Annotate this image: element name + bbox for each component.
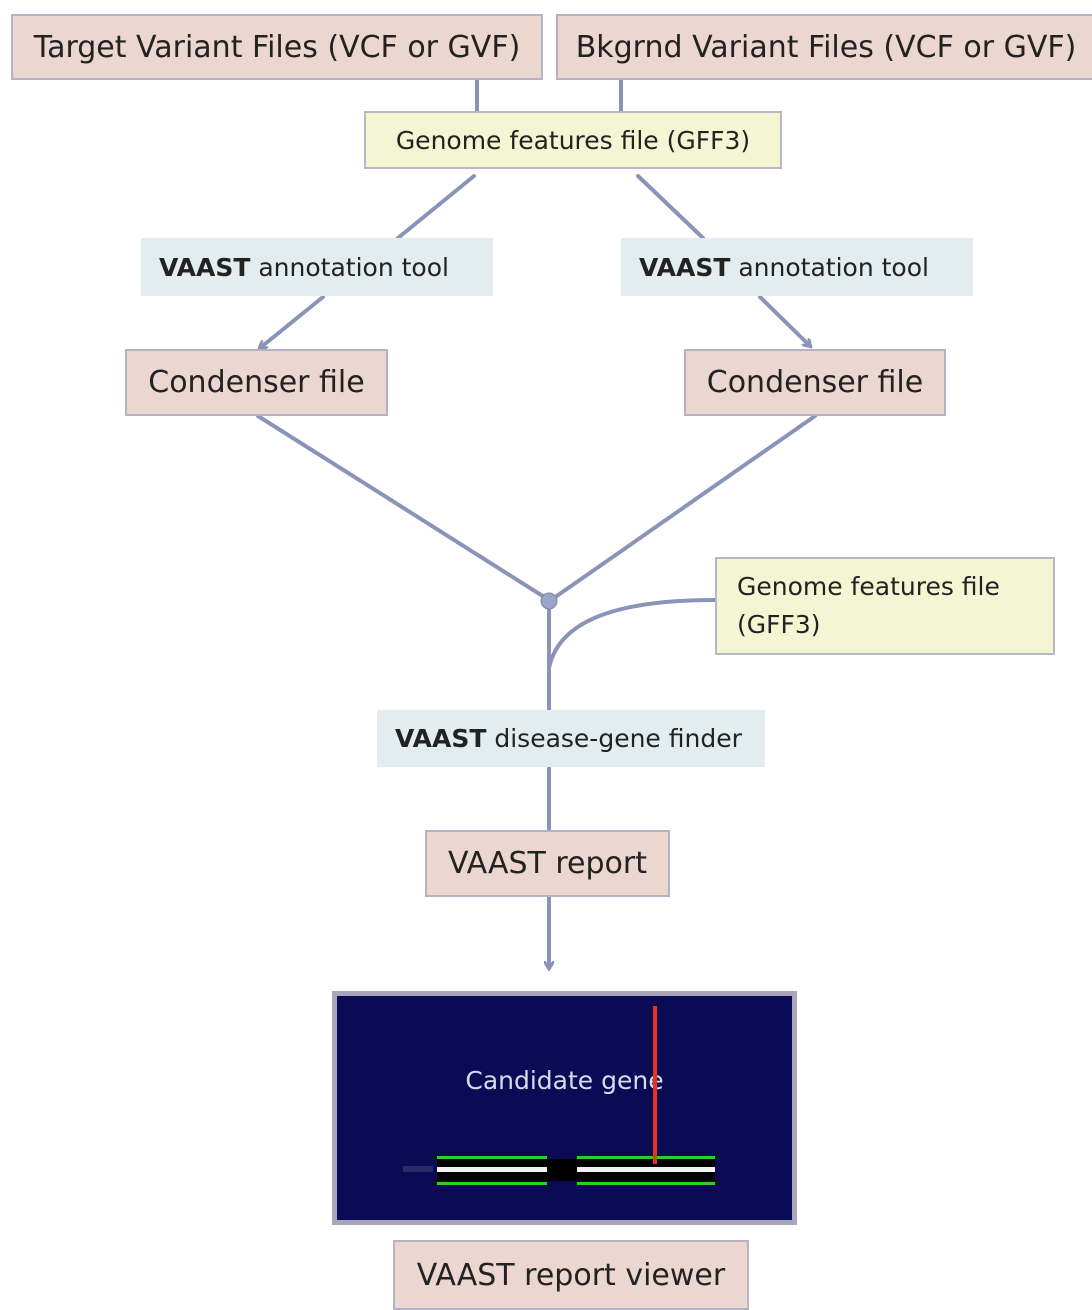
disease-gene-finder-label: VAAST disease-gene finder <box>395 724 742 753</box>
vaast-report-viewer-label: VAAST report viewer <box>416 1257 726 1293</box>
disease-gene-finder-text: disease-gene finder <box>486 724 742 753</box>
annotation-tool-right: VAAST annotation tool <box>621 238 973 296</box>
connector-left-condenser-to-merge <box>256 414 551 602</box>
condenser-file-left-box: Condenser file <box>125 349 388 416</box>
genome-features-file-mid-line1: Genome features file <box>737 572 1000 601</box>
track-white-bar-right <box>577 1167 715 1172</box>
annotation-tool-right-text: annotation tool <box>730 252 929 282</box>
condenser-file-right-box: Condenser file <box>684 349 946 416</box>
annotation-tool-left: VAAST annotation tool <box>141 238 493 296</box>
genome-features-file-top-box: Genome features file (GFF3) <box>364 111 782 169</box>
genome-features-file-mid-line2: (GFF3) <box>737 610 821 639</box>
connector-right-condenser-to-merge <box>549 414 817 602</box>
condenser-file-left-label: Condenser file <box>148 365 365 400</box>
vaast-report-viewer-screen: Candidate gene <box>332 991 797 1225</box>
annotation-tool-right-bold: VAAST <box>639 252 731 282</box>
annotation-tool-right-label: VAAST annotation tool <box>639 253 929 282</box>
disease-gene-finder-bold: VAAST <box>395 724 487 753</box>
track-green-bottom-right <box>577 1182 715 1185</box>
gene-track-graphic <box>403 1006 715 1185</box>
condenser-file-right-label: Condenser file <box>706 365 924 400</box>
annotation-tool-left-bold: VAAST <box>159 252 251 282</box>
candidate-gene-label: Candidate gene <box>465 1066 664 1095</box>
track-white-bar-left <box>437 1167 547 1172</box>
vaast-report-label: VAAST report <box>447 846 647 881</box>
genome-features-file-mid-text: Genome features file (GFF3) <box>737 568 1000 644</box>
vaast-report-box: VAAST report <box>425 830 670 897</box>
bkgrnd-variant-files-box: Bkgrnd Variant Files (VCF or GVF) <box>556 14 1092 80</box>
connector-gff-to-left-tool <box>396 174 476 240</box>
connector-gff-to-right-tool <box>636 174 705 240</box>
track-green-bottom-left <box>437 1182 547 1185</box>
merge-node <box>540 592 558 610</box>
bkgrnd-variant-files-label: Bkgrnd Variant Files (VCF or GVF) <box>575 29 1077 65</box>
connector-left-tool-to-condenser <box>260 295 325 348</box>
target-variant-files-label: Target Variant Files (VCF or GVF) <box>33 29 521 65</box>
annotation-tool-left-label: VAAST annotation tool <box>159 253 449 282</box>
annotation-tool-left-text: annotation tool <box>250 252 449 282</box>
track-green-top-left <box>437 1156 547 1159</box>
disease-gene-finder-tool: VAAST disease-gene finder <box>377 710 765 767</box>
track-black-band <box>437 1159 715 1181</box>
target-variant-files-box: Target Variant Files (VCF or GVF) <box>11 14 543 80</box>
track-green-top-right <box>577 1156 715 1159</box>
track-row-label-mark <box>403 1166 433 1172</box>
connector-right-tool-to-condenser <box>758 295 810 346</box>
connector-gff-to-stem <box>547 598 717 670</box>
genome-features-file-top-label: Genome features file (GFF3) <box>395 125 751 155</box>
genome-features-file-mid-box: Genome features file (GFF3) <box>715 557 1055 655</box>
vaast-report-viewer-box: VAAST report viewer <box>393 1240 749 1310</box>
